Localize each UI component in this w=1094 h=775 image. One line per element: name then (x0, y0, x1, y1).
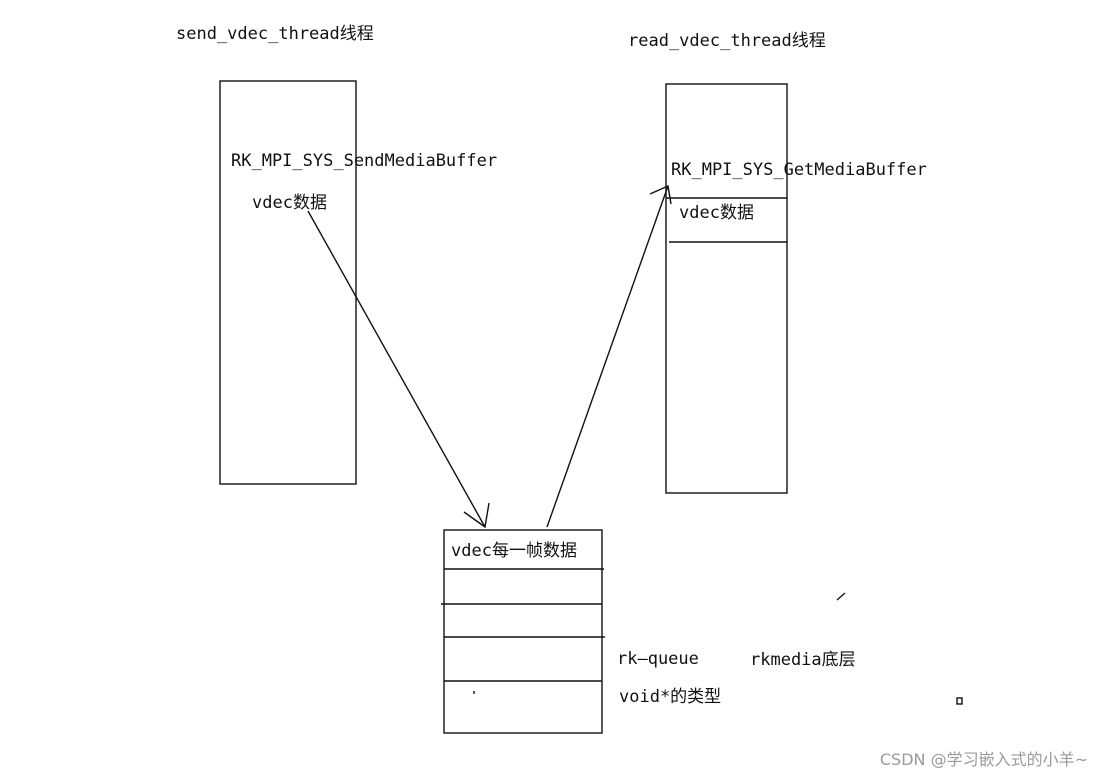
read-thread-title: read_vdec_thread线程 (628, 31, 826, 51)
send-thread-box (219, 80, 357, 485)
read-thread-box (665, 83, 788, 494)
stray-square (956, 697, 963, 705)
send-thread-title: send_vdec_thread线程 (176, 24, 374, 44)
read-data-label: vdec数据 (679, 203, 754, 223)
send-function-label: RK_MPI_SYS_SendMediaBuffer (231, 151, 498, 171)
queue-type-label: void*的类型 (619, 687, 722, 707)
queue-to-read-arrow (546, 185, 669, 528)
watermark: CSDN @学习嵌入式的小羊~ (879, 750, 1088, 769)
stray-mark (836, 592, 846, 601)
send-arrowhead (463, 502, 490, 529)
queue-header-label: vdec每一帧数据 (451, 541, 577, 561)
send-data-label: vdec数据 (252, 193, 327, 213)
queue-name-label: rk—queue (617, 649, 699, 669)
get-function-label: RK_MPI_SYS_GetMediaBuffer (671, 160, 927, 180)
queue-box (443, 529, 603, 734)
read-arrowhead (649, 184, 672, 205)
rkmedia-layer-label: rkmedia底层 (750, 650, 856, 670)
send-to-queue-arrow (307, 210, 486, 528)
